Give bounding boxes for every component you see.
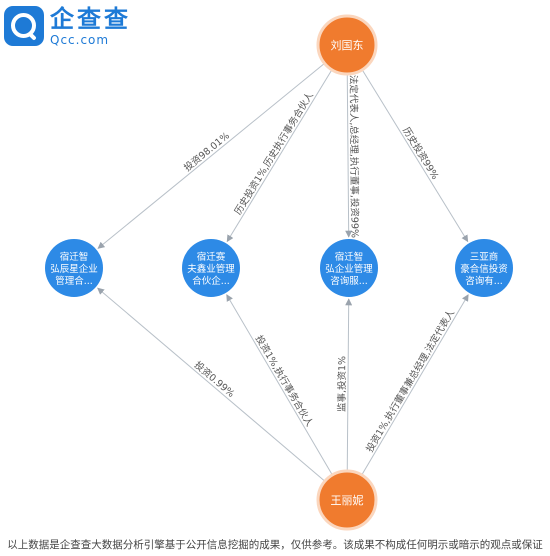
edge-p2-c3 xyxy=(345,298,353,472)
edge-p1-c1 xyxy=(97,62,325,249)
edge-p2-c4 xyxy=(361,294,469,476)
edge-p2-c1 xyxy=(97,287,326,482)
company-node-c4[interactable]: 三亚商豪合信投资咨询有... xyxy=(455,239,513,297)
qcc-logo-icon xyxy=(4,6,44,46)
company-node-c2[interactable]: 宿迁赛夫鑫业管理合伙企... xyxy=(182,239,240,297)
edge-label: 监事,投资1% xyxy=(336,356,348,412)
node-circle xyxy=(320,239,378,297)
edge-label: 历史投资99% xyxy=(400,125,441,182)
person-node-p2[interactable]: 王丽妮 xyxy=(316,469,378,531)
node-label: 宿迁赛 xyxy=(197,251,226,263)
node-label: 宿迁智 xyxy=(335,251,364,263)
edge-p2-c2 xyxy=(226,294,333,476)
qcc-logo: 企查查 Qcc.com xyxy=(4,4,131,48)
node-label: 夫鑫业管理 xyxy=(187,263,235,275)
node-circle xyxy=(316,469,378,531)
node-label: 豪合信投资 xyxy=(460,263,508,275)
edge-label: 投资1%,执行董事兼总经理,法定代表人 xyxy=(364,307,458,454)
company-node-c3[interactable]: 宿迁智弘企业管理咨询服... xyxy=(320,239,378,297)
node-label: 管理合... xyxy=(55,275,93,287)
node-label: 宿迁智 xyxy=(60,251,89,263)
disclaimer-text: 以上数据是企查查大数据分析引擎基于公开信息挖掘的成果，仅供参考。该成果不构成任何… xyxy=(7,539,543,551)
edge-p1-c3 xyxy=(345,73,353,238)
node-label: 咨询有... xyxy=(465,275,503,287)
edge-label: 投资1%,执行事务合伙人 xyxy=(253,333,316,429)
node-label: 刘国东 xyxy=(331,39,364,52)
edge-p1-c4 xyxy=(361,69,469,243)
edge-label: 历史投资1%,历史执行事务合伙人 xyxy=(232,89,316,217)
edge-label: 法定代表人,总经理,执行董事,投资99% xyxy=(347,75,360,238)
node-circle xyxy=(45,239,103,297)
node-label: 弘企业管理 xyxy=(325,263,373,275)
node-circle xyxy=(182,239,240,297)
node-circle xyxy=(455,239,513,297)
node-label: 三亚商 xyxy=(470,251,499,263)
logo-domain: Qcc.com xyxy=(50,32,110,47)
node-circle xyxy=(316,14,378,76)
node-label: 弘辰星企业 xyxy=(50,263,98,275)
edge-p1-c2 xyxy=(226,69,333,243)
node-label: 咨询服... xyxy=(330,275,368,287)
logo-name: 企查查 xyxy=(50,4,131,33)
node-label: 合伙企... xyxy=(192,275,230,287)
person-node-p1[interactable]: 刘国东 xyxy=(316,14,378,76)
edge-label: 投资0.99% xyxy=(192,359,237,400)
company-node-c1[interactable]: 宿迁智弘辰星企业管理合... xyxy=(45,239,103,297)
edge-label: 投资98.01% xyxy=(182,130,232,174)
node-label: 王丽妮 xyxy=(331,493,364,507)
